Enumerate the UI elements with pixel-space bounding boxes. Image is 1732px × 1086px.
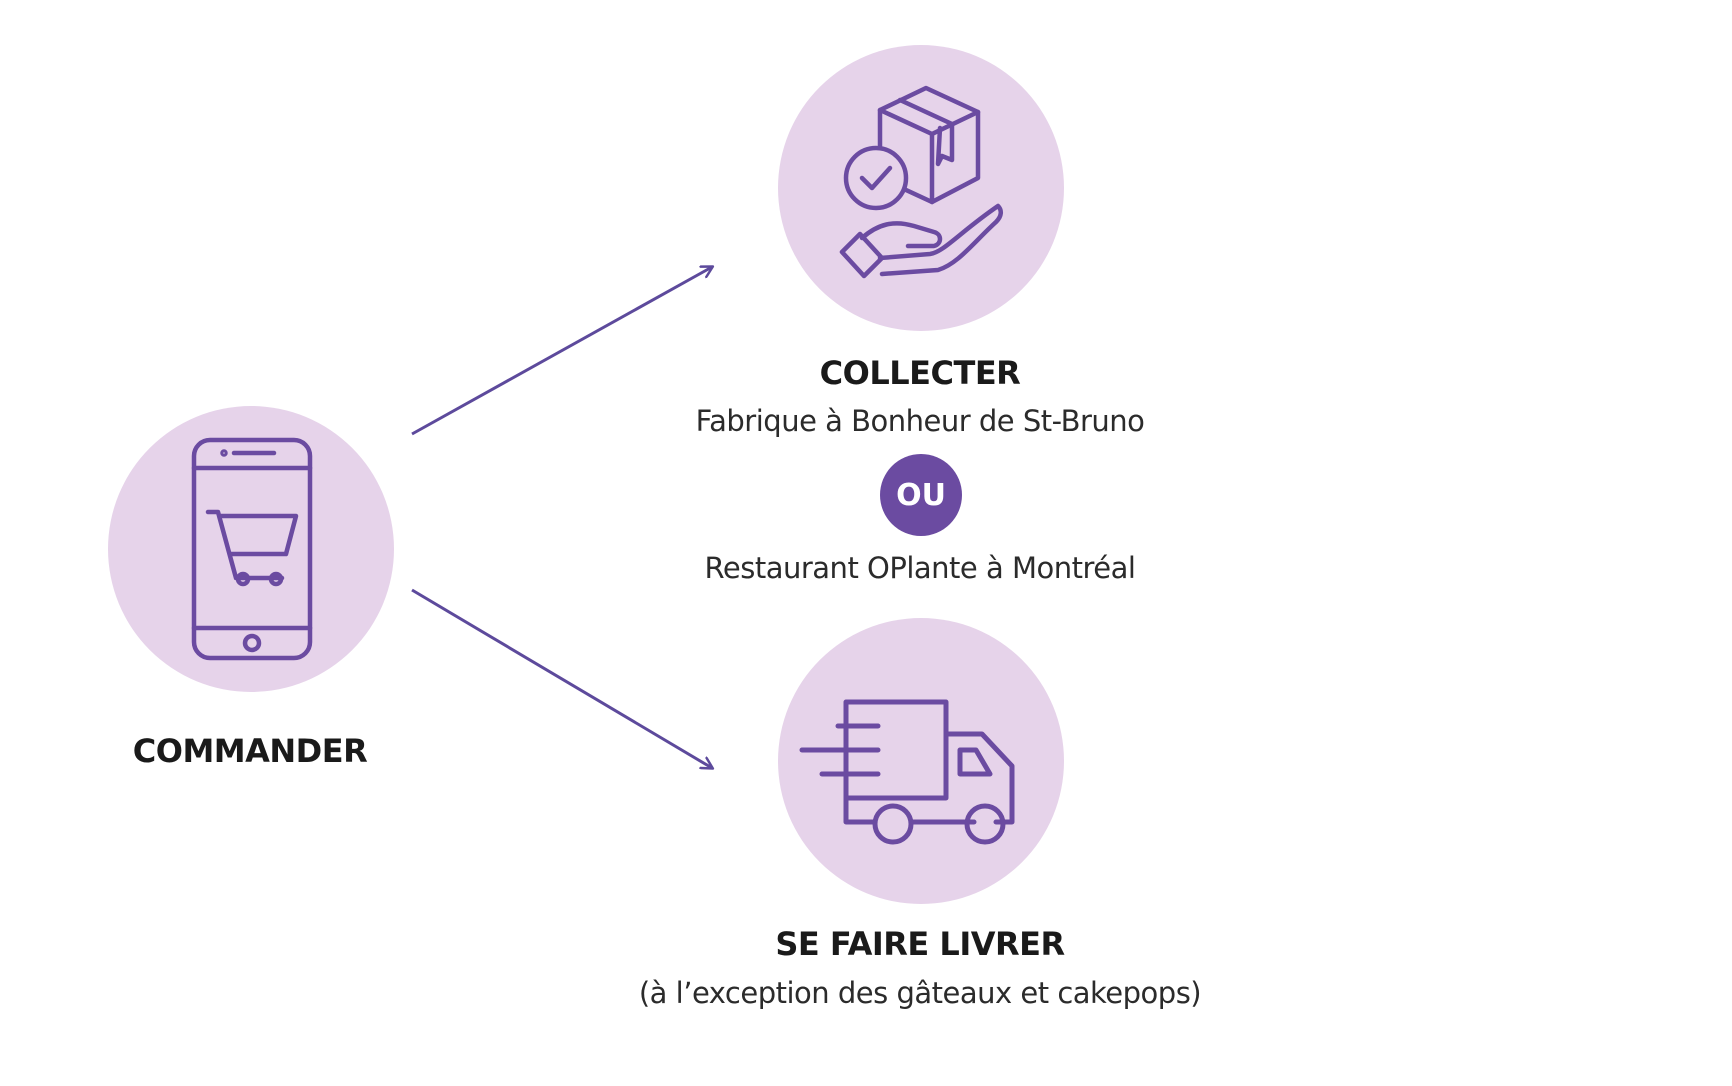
delivery-truck-icon: [799, 699, 1015, 845]
smartphone-cart-icon: [191, 437, 313, 661]
arrow-to-livrer: [411, 588, 712, 768]
collecter-label: COLLECTER: [819, 354, 1021, 392]
commander-label: COMMANDER: [132, 732, 368, 770]
package-in-hand-icon: [839, 85, 1003, 279]
livrer-circle: [778, 618, 1064, 904]
livrer-label: SE FAIRE LIVRER: [775, 925, 1065, 963]
ou-badge: OU: [880, 454, 962, 536]
collecter-location-montreal: Restaurant OPlante à Montréal: [704, 551, 1136, 585]
arrow-to-collecter: [411, 267, 712, 436]
collecter-location-st-bruno: Fabrique à Bonheur de St-Bruno: [695, 404, 1145, 438]
livrer-note: (à l’exception des gâteaux et cakepops): [638, 976, 1202, 1010]
